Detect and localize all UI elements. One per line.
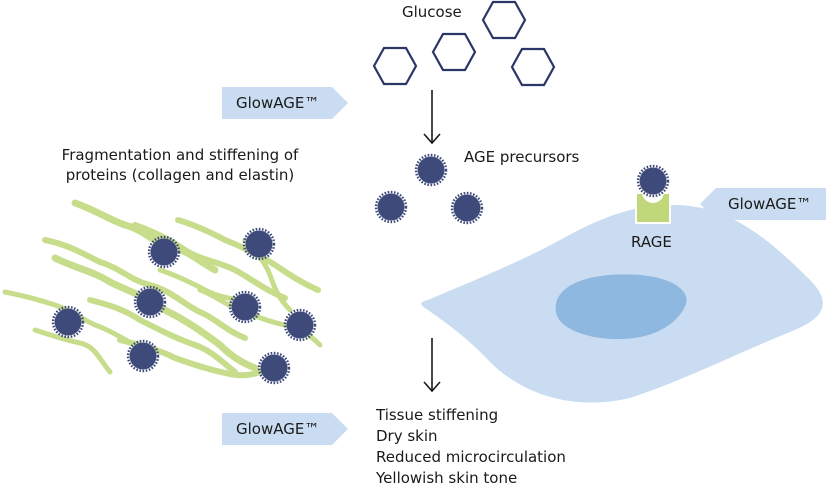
age-precursors-label: AGE precursors [464,148,580,166]
effect-item: Tissue stiffening [376,406,499,424]
arrow-glucose-to-age [423,90,441,145]
glucose-hexagon [481,0,527,40]
age-particle [242,227,276,261]
effect-item: Yellowish skin tone [376,469,518,487]
effect-item: Reduced microcirculation [376,448,566,466]
protein-label-line1: Fragmentation and stiffening of [61,146,299,164]
skin-effects-list: Tissue stiffening Dry skin Reduced micro… [376,405,566,489]
age-particle [374,190,408,224]
rage-label: RAGE [631,233,672,251]
age-particle [51,305,85,339]
age-particle [126,339,160,373]
glowage-tag-effects: GlowAGE™ [222,413,350,445]
glowage-tag-glucose: GlowAGE™ [222,87,350,119]
cell-nucleus [555,274,687,340]
age-particle [414,153,448,187]
glucose-hexagon [372,46,418,86]
glowage-tag-label: GlowAGE™ [236,94,320,112]
age-particle [450,191,484,225]
protein-fibers [2,199,323,379]
glucose-molecules [372,0,556,87]
age-particle [257,351,291,385]
effect-item: Dry skin [376,427,438,445]
rage-receptor [635,164,671,224]
glowage-tag-rage: GlowAGE™ [700,188,826,220]
glucose-label: Glucose [402,3,462,21]
glowage-tag-label: GlowAGE™ [236,420,320,438]
arrow-to-effects [423,338,441,393]
glucose-hexagon [431,32,477,72]
protein-label-line2: proteins (collagen and elastin) [65,166,295,184]
glowage-tag-label: GlowAGE™ [728,195,812,213]
glucose-hexagon [510,47,556,87]
